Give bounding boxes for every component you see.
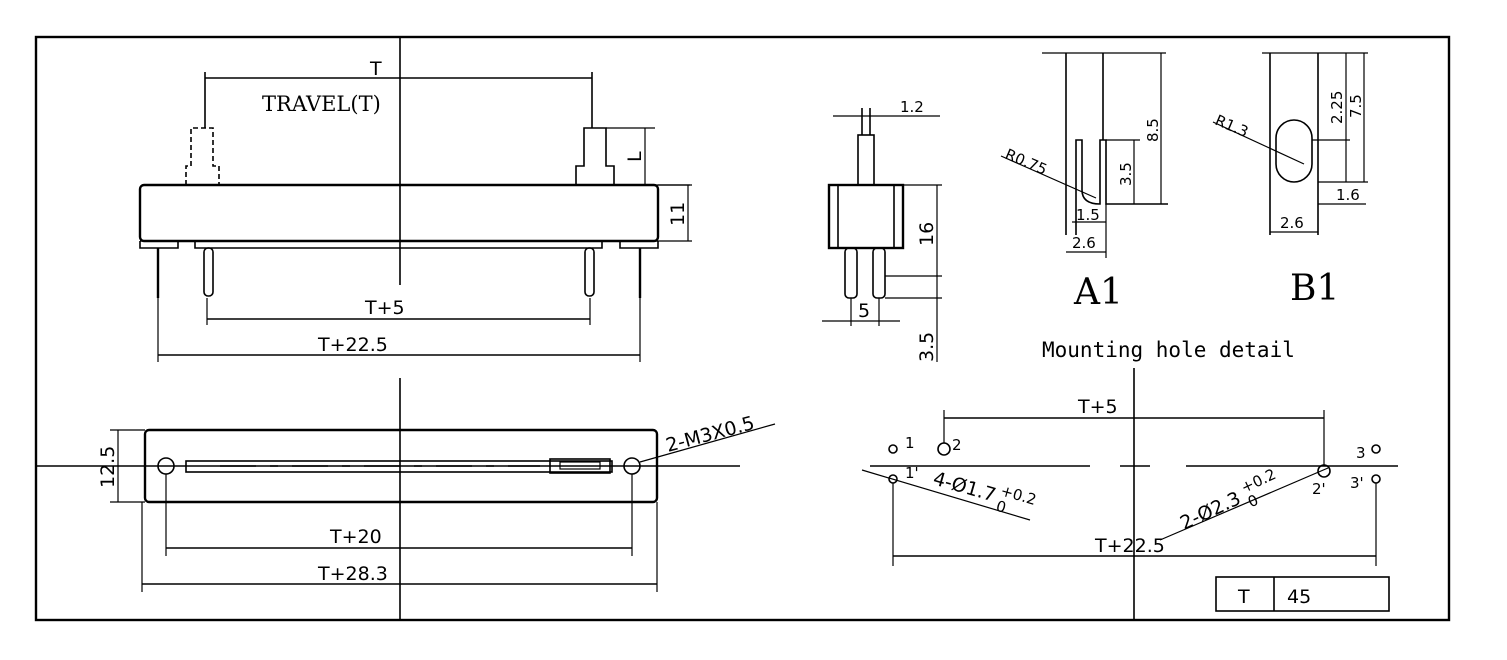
small-hole-callout: 4-Ø1.7 +0.2 0	[931, 468, 1039, 517]
bottom-view	[110, 423, 776, 592]
pin-2p-label: 2'	[1312, 480, 1326, 498]
dim-t225-top-label: T+22.5	[317, 334, 388, 356]
drawing-frame	[34, 35, 1451, 622]
svg-text:0: 0	[1245, 491, 1261, 511]
pin-1p-label: 1'	[905, 464, 919, 482]
detail-a1	[1000, 52, 1168, 258]
a1-label: A1	[1073, 272, 1123, 313]
pin-2-label: 2	[952, 436, 962, 454]
b1-d225-label: 2.25	[1328, 91, 1346, 124]
a1-d85-label: 8.5	[1144, 118, 1162, 142]
dim-t5-top-label: T+5	[364, 297, 405, 319]
svg-text:0: 0	[994, 497, 1008, 517]
dim-35-side-label: 3.5	[916, 332, 938, 362]
a1-d26-label: 2.6	[1072, 234, 1096, 252]
spec-value: 45	[1287, 586, 1311, 608]
dim-t283-label: T+28.3	[317, 563, 388, 585]
b1-d16-label: 1.6	[1336, 186, 1360, 204]
a1-d15-label: 1.5	[1076, 206, 1100, 224]
b1-r13-label: R1.3	[1212, 111, 1251, 141]
spec-table	[1215, 576, 1390, 612]
fp-dim-t225-label: T+22.5	[1094, 535, 1165, 557]
fp-dim-t5-label: T+5	[1077, 396, 1118, 418]
pin-3-label: 3	[1356, 444, 1366, 462]
pin-1-label: 1	[905, 434, 915, 452]
travel-label: TRAVEL(T)	[262, 92, 381, 116]
dim-11-label: 11	[667, 202, 689, 226]
footprint	[861, 410, 1398, 566]
dim-t-label: T	[369, 58, 382, 80]
dim-l-label: L	[624, 151, 646, 162]
a1-r075-label: R0.75	[1002, 145, 1049, 179]
detail-b1	[1212, 52, 1368, 235]
large-hole-callout: 2-Ø2.3 +0.2 0	[1177, 465, 1279, 534]
dim-t20-label: T+20	[329, 526, 382, 548]
dim-16-label: 16	[916, 222, 938, 246]
b1-d26-label: 2.6	[1280, 214, 1304, 232]
m3-label: 2-M3X0.5	[664, 412, 757, 457]
b1-label: B1	[1290, 268, 1339, 309]
svg-text:2-Ø2.3: 2-Ø2.3	[1177, 487, 1244, 534]
pin-3p-label: 3'	[1350, 474, 1364, 492]
dim-12-label: 1.2	[900, 98, 924, 116]
dim-125-label: 12.5	[97, 446, 119, 488]
b1-d75-label: 7.5	[1347, 94, 1365, 118]
spec-key: T	[1237, 586, 1250, 608]
a1-d35-label: 3.5	[1117, 162, 1135, 186]
side-view	[822, 108, 942, 362]
mounting-caption: Mounting hole detail	[1042, 338, 1295, 362]
top-view	[138, 72, 692, 362]
dim-5-label: 5	[858, 300, 870, 322]
